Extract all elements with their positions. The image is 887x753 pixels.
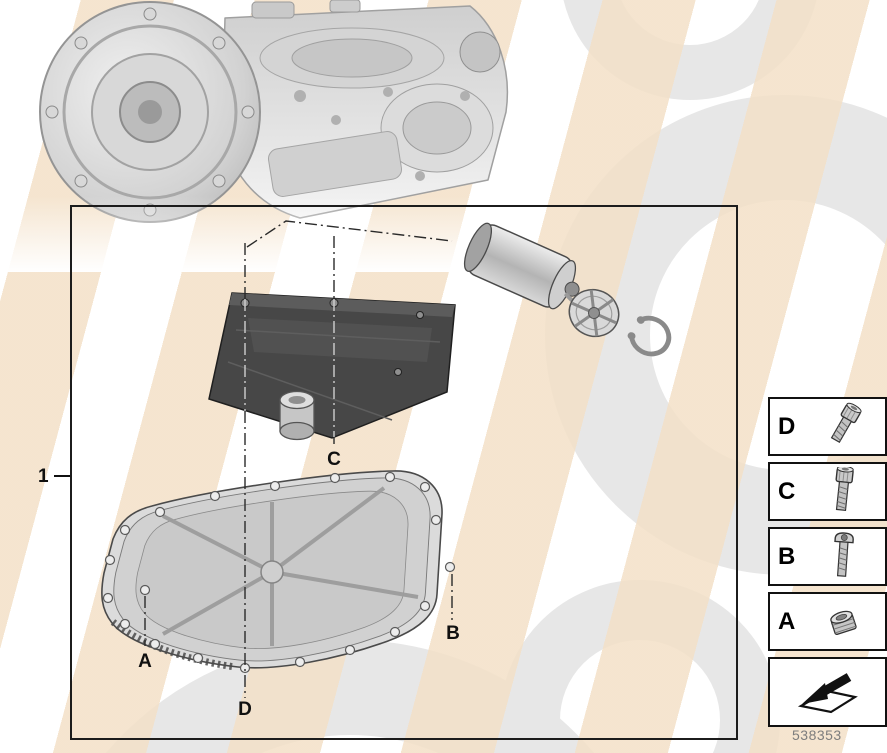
transmission-photo bbox=[0, 0, 530, 272]
oil-filter-part bbox=[463, 222, 672, 357]
leader-lines bbox=[144, 220, 453, 698]
oil-pan-part bbox=[101, 470, 456, 674]
oil-drain-plug-icon bbox=[829, 610, 857, 635]
torx-pan-head-screw-icon bbox=[833, 531, 854, 577]
callout-b: B bbox=[446, 623, 460, 644]
gasket-sheet-arrow-icon bbox=[797, 673, 858, 714]
snap-ring-part bbox=[627, 315, 672, 357]
assembly-callout-1: 1 bbox=[38, 466, 49, 487]
legend-letter-d: D bbox=[778, 412, 796, 440]
legend-item-a: A bbox=[768, 592, 887, 651]
callout-a: A bbox=[138, 651, 152, 672]
filter-plate-part bbox=[208, 292, 456, 441]
socket-head-screw-icon bbox=[834, 466, 854, 511]
legend-item-gasket bbox=[768, 657, 887, 727]
legend-item-b: B bbox=[768, 527, 887, 586]
legend-letter-c: C bbox=[778, 477, 796, 505]
filter-cap-part bbox=[563, 288, 620, 338]
legend-item-c: C bbox=[768, 462, 887, 521]
legend-letter-a: A bbox=[778, 607, 796, 635]
callout-1-leader-dash bbox=[54, 475, 70, 477]
legend-item-d: D bbox=[768, 397, 887, 456]
fastener-legend: D C bbox=[768, 397, 887, 733]
pan-bolt-holes bbox=[102, 471, 456, 674]
callout-c: C bbox=[327, 449, 341, 470]
callout-d: D bbox=[238, 699, 252, 720]
legend-letter-b: B bbox=[778, 542, 796, 570]
diagram-part-number: 538353 bbox=[792, 727, 842, 743]
socket-head-screw-icon bbox=[830, 402, 862, 443]
diagram-frame bbox=[70, 205, 738, 740]
